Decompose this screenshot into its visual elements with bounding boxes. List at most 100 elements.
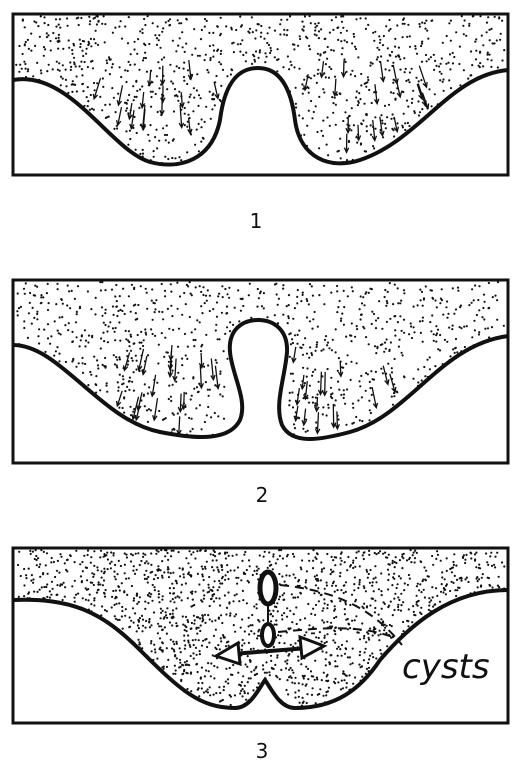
stipple-dot: [126, 556, 128, 558]
stipple-dot: [201, 620, 203, 622]
stipple-dot: [372, 32, 374, 34]
stipple-dot: [181, 599, 183, 601]
stipple-dot: [324, 602, 326, 604]
stipple-dot: [172, 412, 174, 414]
stipple-dot: [169, 621, 171, 623]
stipple-dot: [425, 570, 427, 572]
stipple-dot: [277, 610, 279, 612]
stipple-dot: [59, 18, 61, 20]
stipple-dot: [336, 648, 338, 650]
stipple-dot: [253, 669, 255, 671]
stipple-dot: [170, 555, 172, 557]
stipple-dot: [190, 566, 192, 568]
stipple-dot: [291, 677, 293, 679]
stipple-dot: [42, 296, 44, 298]
stipple-dot: [336, 285, 338, 287]
stipple-dot: [111, 606, 113, 608]
stipple-dot: [119, 295, 121, 297]
stipple-dot: [241, 560, 243, 562]
stipple-dot: [134, 96, 136, 98]
stipple-dot: [190, 671, 192, 673]
stipple-dot: [156, 147, 158, 149]
stipple-dot: [330, 654, 332, 656]
stipple-dot: [218, 553, 220, 555]
stipple-dot: [339, 572, 341, 574]
stipple-dot: [346, 569, 348, 571]
stipple-dot: [306, 570, 308, 572]
stipple-dot: [157, 362, 159, 364]
stipple-dot: [259, 51, 261, 53]
stipple-dot: [148, 408, 150, 410]
stipple-dot: [55, 18, 57, 20]
stipple-dot: [100, 347, 102, 349]
stipple-dot: [77, 17, 79, 19]
stipple-dot: [185, 354, 187, 356]
stipple-dot: [58, 62, 60, 64]
stipple-dot: [316, 341, 318, 343]
stipple-dot: [332, 102, 334, 104]
stipple-dot: [171, 624, 173, 626]
stipple-dot: [157, 25, 159, 27]
stipple-dot: [158, 34, 160, 36]
stipple-dot: [184, 629, 186, 631]
stipple-dot: [286, 305, 288, 307]
stipple-dot: [90, 45, 92, 47]
stipple-dot: [484, 328, 486, 330]
stipple-dot: [375, 657, 377, 659]
stipple-dot: [176, 582, 178, 584]
stipple-dot: [292, 380, 294, 382]
stipple-dot: [361, 606, 363, 608]
stipple-dot: [365, 291, 367, 293]
stipple-dot: [409, 35, 411, 37]
stipple-dot: [333, 617, 335, 619]
stipple-dot: [345, 603, 347, 605]
stipple-dot: [166, 633, 168, 635]
stipple-dot: [98, 20, 100, 22]
stipple-dot: [399, 302, 401, 304]
stipple-dot: [335, 328, 337, 330]
stipple-dot: [202, 617, 204, 619]
stipple-dot: [312, 371, 314, 373]
stipple-dot: [327, 680, 329, 682]
stipple-dot: [154, 311, 156, 313]
stipple-dot: [365, 641, 367, 643]
stipple-dot: [243, 554, 245, 556]
stipple-dot: [363, 585, 365, 587]
stipple-dot: [116, 127, 118, 129]
stipple-dot: [395, 56, 397, 58]
stipple-dot: [402, 601, 404, 603]
stipple-dot: [206, 646, 208, 648]
stipple-dot: [124, 572, 126, 574]
stipple-dot: [442, 81, 444, 83]
stipple-dot: [227, 591, 229, 593]
stipple-dot: [96, 566, 98, 568]
stipple-dot: [314, 614, 316, 616]
stipple-dot: [28, 568, 30, 570]
stipple-dot: [97, 569, 99, 571]
stipple-dot: [365, 648, 367, 650]
stipple-dot: [442, 314, 444, 316]
stipple-dot: [216, 559, 218, 561]
stipple-dot: [373, 626, 375, 628]
stipple-dot: [137, 624, 139, 626]
stipple-dot: [375, 319, 377, 321]
stipple-dot: [358, 380, 360, 382]
stipple-dot: [291, 669, 293, 671]
stipple-dot: [174, 95, 176, 97]
stipple-dot: [366, 606, 368, 608]
stipple-dot: [23, 595, 25, 597]
stipple-dot: [110, 567, 112, 569]
stipple-dot: [158, 87, 160, 89]
stipple-dot: [369, 604, 371, 606]
stipple-dot: [491, 326, 493, 328]
stipple-dot: [129, 138, 131, 140]
stipple-dot: [409, 46, 411, 48]
stipple-dot: [91, 60, 93, 62]
stipple-dot: [185, 616, 187, 618]
stipple-dot: [150, 593, 152, 595]
stipple-dot: [414, 561, 416, 563]
stipple-dot: [311, 694, 313, 696]
stipple-dot: [322, 88, 324, 90]
stipple-dot: [198, 695, 200, 697]
stipple-dot: [318, 147, 320, 149]
